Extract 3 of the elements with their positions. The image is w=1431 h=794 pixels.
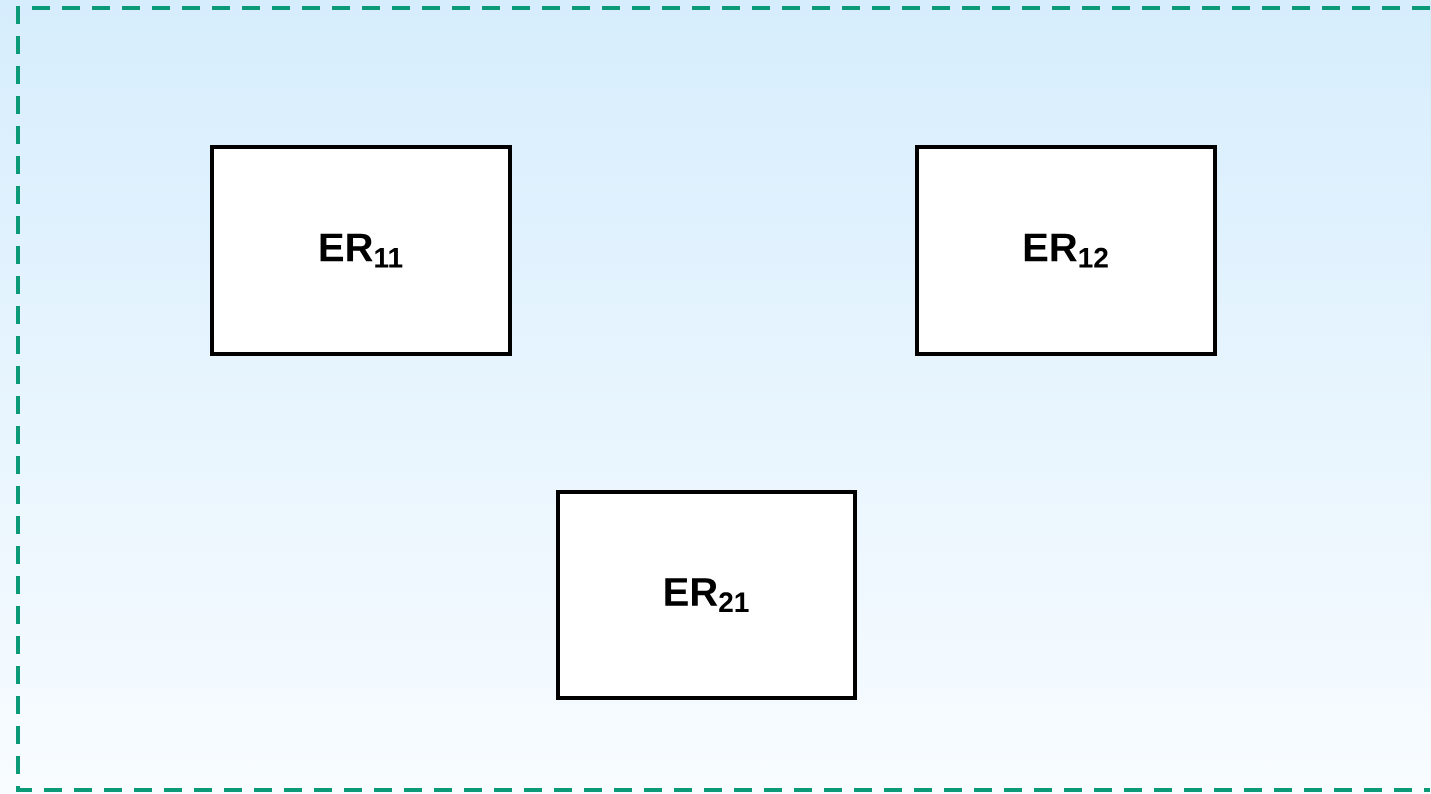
entity-box: ER$_{12}$	[915, 145, 1217, 356]
entity-box: ER$_{11}$	[210, 145, 512, 356]
entity-box: ER$_{21}$	[556, 490, 857, 700]
